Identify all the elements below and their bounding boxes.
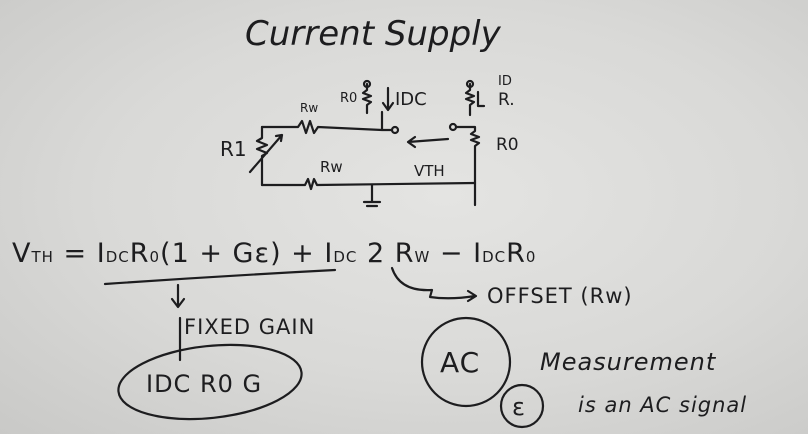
ground-symbol: [362, 183, 382, 208]
vth-label: VTH: [414, 162, 445, 180]
title: Current Supply: [245, 14, 502, 54]
id-label: ID: [498, 74, 512, 89]
ro-small-node: [362, 79, 372, 89]
top-right-node: [465, 79, 475, 89]
bottom-wire: [260, 177, 477, 191]
ro-label: R0: [496, 135, 519, 155]
gain-ellipse: [117, 343, 303, 421]
offset-label: OFFSET (Rw): [487, 284, 633, 308]
top-right-resistor: [464, 82, 486, 117]
rw-top-label: Rw: [300, 101, 318, 115]
right-branch: [454, 125, 481, 207]
r1-variable-resistor: [248, 125, 284, 187]
top-wire: [260, 110, 394, 135]
ac-label: AC: [440, 346, 480, 379]
idc-arrow: [381, 86, 395, 112]
idc-label: IDC: [395, 89, 427, 110]
r0-top-right-label: R.: [498, 90, 515, 110]
vth-arrow: [406, 135, 450, 149]
circuit-diagram: R1 Rw Rw R0 IDC ID R. R0 VTH: [220, 74, 519, 208]
offset-arrow: [390, 266, 478, 303]
epsilon-circle: [499, 383, 545, 429]
terminal-left: [390, 125, 400, 135]
r1-label: R1: [220, 137, 247, 161]
ro-small-label: R0: [340, 91, 357, 106]
ac-signal-label: is an AC signal: [578, 393, 747, 417]
ac-circle: [420, 316, 512, 408]
ro-small-resistor: [361, 82, 373, 115]
fixed-gain-label: FIXED GAIN: [184, 315, 315, 339]
rw-bottom-label: Rw: [320, 158, 343, 176]
gain-expression: IDC R0 G: [146, 370, 262, 398]
vth-equation: VTH = IDCR0(1 + Gε) + IDC 2 RW − IDCR0: [12, 238, 536, 269]
down-arrow: [170, 283, 186, 309]
gain-underline: [103, 268, 337, 286]
epsilon-symbol: ε: [512, 393, 526, 421]
measurement-label: Measurement: [540, 348, 717, 376]
